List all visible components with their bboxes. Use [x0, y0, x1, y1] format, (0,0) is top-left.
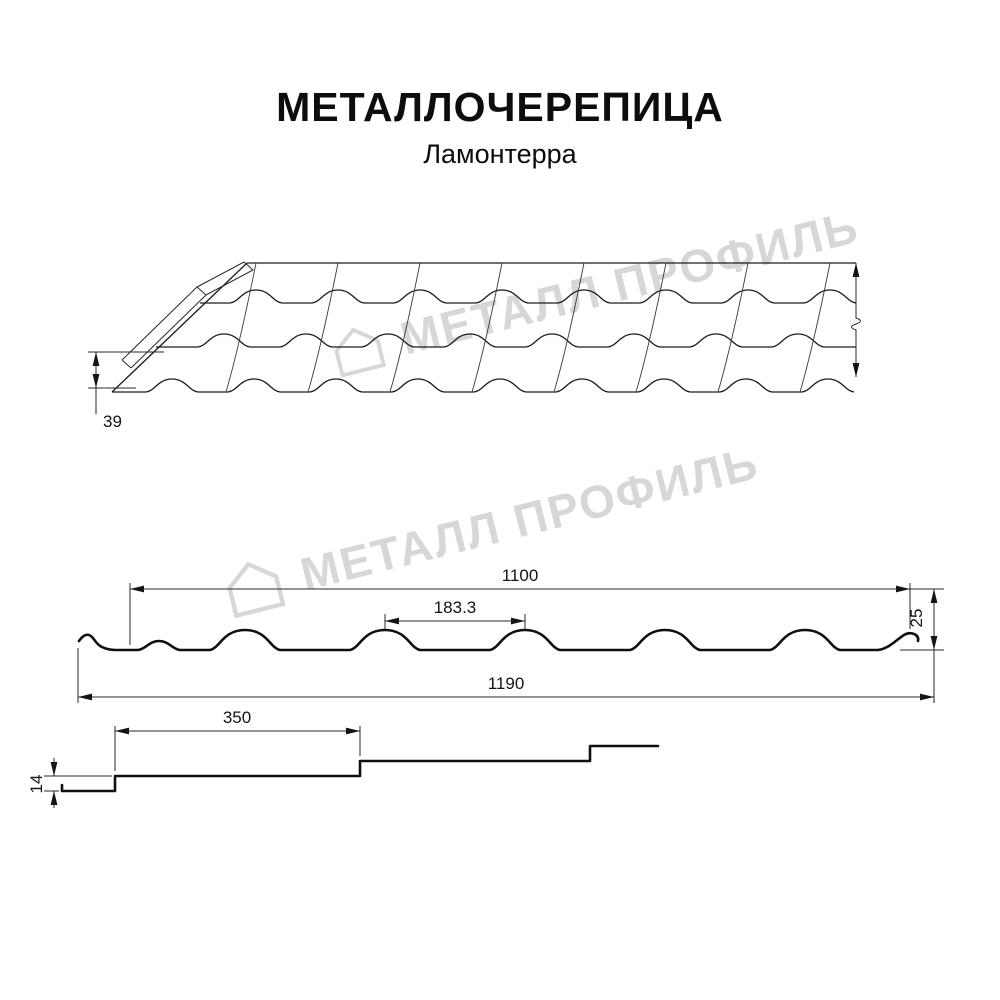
dimension-183-3: 183.3	[384, 598, 526, 629]
dimension-1100: 1100	[129, 566, 911, 645]
dim-label-1100: 1100	[502, 566, 539, 585]
dim-label-350: 350	[223, 708, 251, 727]
dimension-14: 14	[27, 758, 112, 808]
step-view-drawing: 350 14	[27, 708, 660, 808]
dimension-25: 25	[900, 588, 944, 651]
dimension-350: 350	[114, 708, 361, 771]
dim-label-14: 14	[27, 775, 46, 794]
dim-label-183-3: 183.3	[434, 598, 477, 617]
page-subtitle: Ламонтерра	[423, 139, 577, 169]
dimension-39: 39	[88, 351, 164, 431]
perspective-view-drawing: 39	[88, 261, 861, 431]
dim-label-39: 39	[103, 412, 122, 431]
watermark: МЕТАЛЛ ПРОФИЛЬ	[323, 199, 864, 383]
dim-label-25: 25	[907, 609, 926, 628]
dimension-1190: 1190	[77, 648, 935, 703]
page-title: МЕТАЛЛОЧЕРЕПИЦА	[276, 84, 724, 130]
profile-view-drawing: 1100 183.3 25 1190	[77, 566, 944, 703]
house-logo-icon	[334, 327, 387, 378]
dim-label-1190: 1190	[488, 674, 525, 693]
